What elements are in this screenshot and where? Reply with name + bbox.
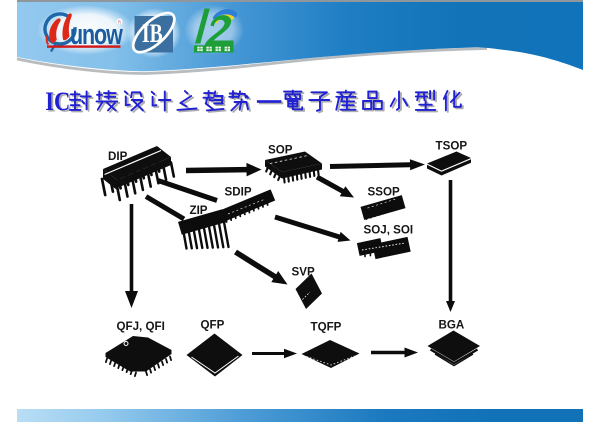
svg-text:IC: IC [47,89,72,118]
svg-text:R: R [118,20,122,25]
svg-text:ZIP: ZIP [190,204,208,217]
svg-text:IC: IC [45,87,70,116]
svg-text:QFJ, QFI: QFJ, QFI [117,320,165,333]
svg-text:SDIP: SDIP [225,186,252,199]
svg-text:SOP: SOP [268,144,293,157]
svg-text:IB: IB [142,19,163,49]
svg-text:DIP: DIP [108,150,128,163]
svg-text:TSOP: TSOP [436,140,468,153]
svg-text:SSOP: SSOP [368,186,400,199]
svg-text:QFP: QFP [201,319,225,332]
svg-text:SVP: SVP [292,266,315,279]
svg-text:TQFP: TQFP [311,321,342,334]
svg-text:BGA: BGA [439,319,465,332]
svg-text:SOJ, SOI: SOJ, SOI [364,224,414,237]
